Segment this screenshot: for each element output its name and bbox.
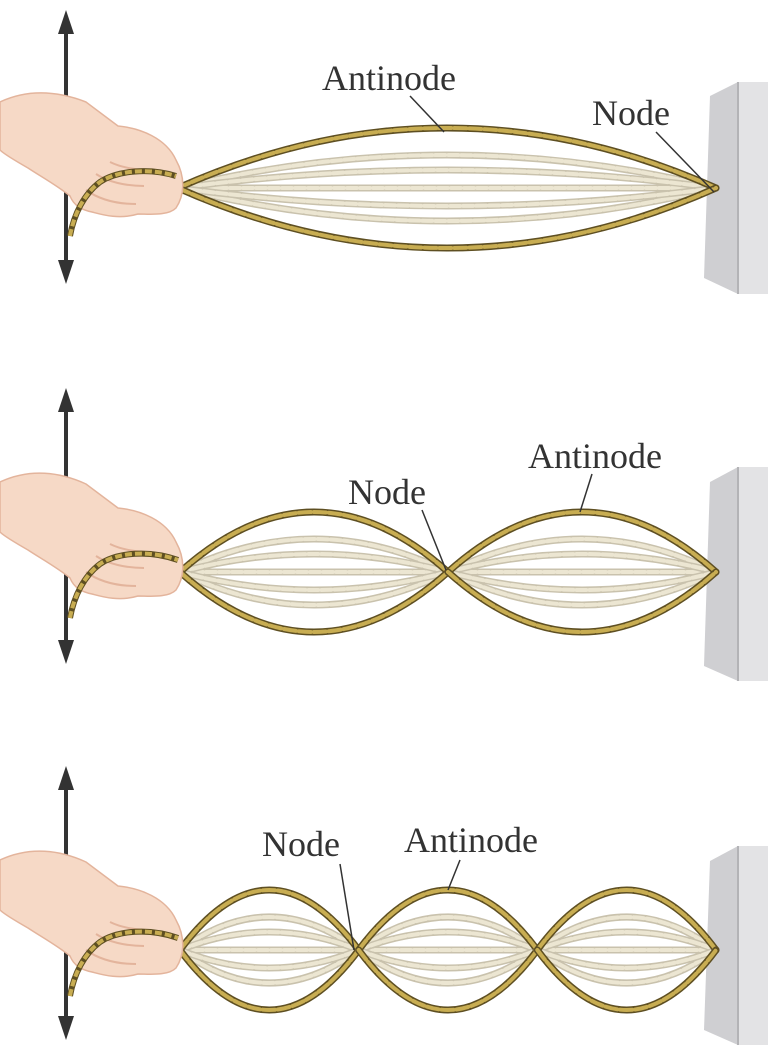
hand-icon xyxy=(0,472,184,619)
wall-support-icon xyxy=(704,467,768,681)
intermediate-string xyxy=(446,552,718,574)
panel-2: Node Antinode xyxy=(0,388,768,681)
node-leader-line xyxy=(655,131,715,193)
intermediate-string xyxy=(535,948,718,970)
intermediate-string xyxy=(535,915,718,952)
intermediate-string xyxy=(178,930,361,952)
intermediate-string xyxy=(446,570,718,592)
string-envelope xyxy=(446,510,718,574)
intermediate-string xyxy=(178,537,450,574)
node-leader-line xyxy=(339,863,355,951)
intermediate-string xyxy=(356,948,540,970)
node-label: Node xyxy=(348,472,426,512)
string-loops xyxy=(176,886,720,1014)
string-envelope xyxy=(176,126,718,190)
string-envelope xyxy=(535,888,718,952)
intermediate-string xyxy=(178,915,361,952)
panel-1: Antinode Node xyxy=(0,10,768,294)
intermediate-string xyxy=(356,930,540,952)
node-label: Node xyxy=(262,824,340,864)
intermediate-string xyxy=(178,948,361,985)
wall-support-icon xyxy=(704,82,768,294)
string-envelope xyxy=(356,948,540,1012)
intermediate-string xyxy=(356,915,540,952)
antinode-label: Antinode xyxy=(404,820,538,860)
string-envelope xyxy=(446,570,718,634)
string-envelope xyxy=(178,570,450,634)
intermediate-string xyxy=(178,570,450,592)
wall-support-icon xyxy=(704,846,768,1045)
antinode-leader-line xyxy=(409,95,445,133)
string-envelope xyxy=(178,948,361,1012)
antinode-leader-line xyxy=(447,859,461,891)
string-envelope xyxy=(356,888,540,952)
string-envelope xyxy=(176,186,718,250)
antinode-label: Antinode xyxy=(322,58,456,98)
hand-icon xyxy=(0,92,184,237)
intermediate-string xyxy=(178,570,450,607)
intermediate-string xyxy=(535,948,718,985)
intermediate-string xyxy=(446,570,718,607)
node-leader-line xyxy=(421,509,447,571)
string-envelope xyxy=(178,510,450,574)
intermediate-string xyxy=(176,186,718,208)
antinode-label: Antinode xyxy=(528,436,662,476)
node-label: Node xyxy=(592,93,670,133)
string-envelope xyxy=(535,948,718,1012)
intermediate-string xyxy=(176,168,718,190)
antinode-leader-line xyxy=(579,473,593,513)
intermediate-string xyxy=(176,153,718,190)
intermediate-string xyxy=(535,930,718,952)
string-envelope xyxy=(178,888,361,952)
string-loops xyxy=(174,124,720,252)
intermediate-string xyxy=(446,537,718,574)
intermediate-string xyxy=(176,186,718,223)
intermediate-string xyxy=(178,948,361,970)
string-loops xyxy=(176,508,720,636)
hand-icon xyxy=(0,850,184,997)
intermediate-string xyxy=(178,552,450,574)
intermediate-string xyxy=(356,948,540,985)
panel-3: Node Antinode xyxy=(0,766,768,1045)
